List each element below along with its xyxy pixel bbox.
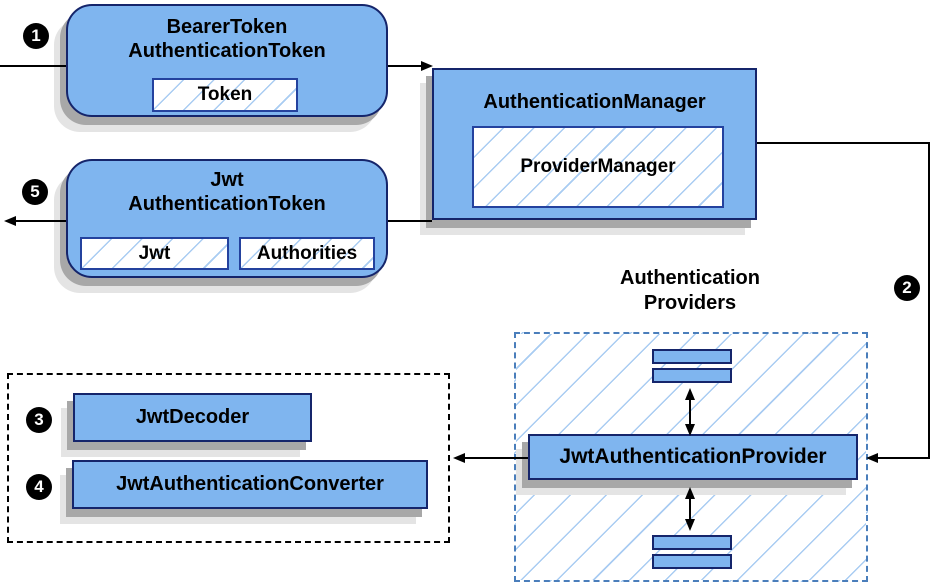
jwt-token-node-title: Jwt AuthenticationToken: [68, 168, 386, 216]
authentication-manager-node: AuthenticationManager ProviderManager: [432, 68, 757, 220]
authentication-providers-label: Authentication Providers: [565, 266, 815, 316]
provider-placeholder-bar: [652, 368, 732, 383]
bearer-token-title-line1: BearerToken: [166, 16, 288, 38]
jwt-authentication-token-node: Jwt AuthenticationToken Jwt Authorities: [66, 159, 388, 278]
bearer-token-title-line2: AuthenticationToken: [128, 40, 326, 62]
provider-manager-field: ProviderManager: [472, 126, 724, 208]
provider-placeholder-bar: [652, 349, 732, 364]
bearer-token-node-title: BearerToken AuthenticationToken: [68, 15, 386, 63]
jwt-field: Jwt: [80, 237, 229, 270]
jwt-authentication-provider-node: JwtAuthenticationProvider: [528, 434, 858, 480]
jwt-token-title-line1: Jwt: [210, 169, 244, 191]
providers-label-line2: Providers: [643, 292, 737, 314]
step-badge-4: 4: [26, 474, 52, 500]
token-field: Token: [152, 78, 298, 112]
jwt-token-title-line2: AuthenticationToken: [128, 193, 326, 215]
bearer-token-authentication-token-node: BearerToken AuthenticationToken Token: [66, 4, 388, 117]
step-badge-5: 5: [22, 179, 48, 205]
authorities-field: Authorities: [239, 237, 375, 270]
providers-label-line1: Authentication: [620, 267, 760, 289]
provider-placeholder-bar: [652, 535, 732, 550]
authentication-manager-title: AuthenticationManager: [483, 91, 706, 113]
jwt-authentication-converter-node: JwtAuthenticationConverter: [72, 460, 428, 509]
step-badge-1: 1: [23, 23, 49, 49]
jwt-decoder-node: JwtDecoder: [73, 393, 312, 442]
provider-placeholder-bar: [652, 554, 732, 569]
jwt-decoder-converter-group: [7, 373, 450, 543]
step-badge-3: 3: [26, 407, 52, 433]
step-badge-2: 2: [894, 275, 920, 301]
